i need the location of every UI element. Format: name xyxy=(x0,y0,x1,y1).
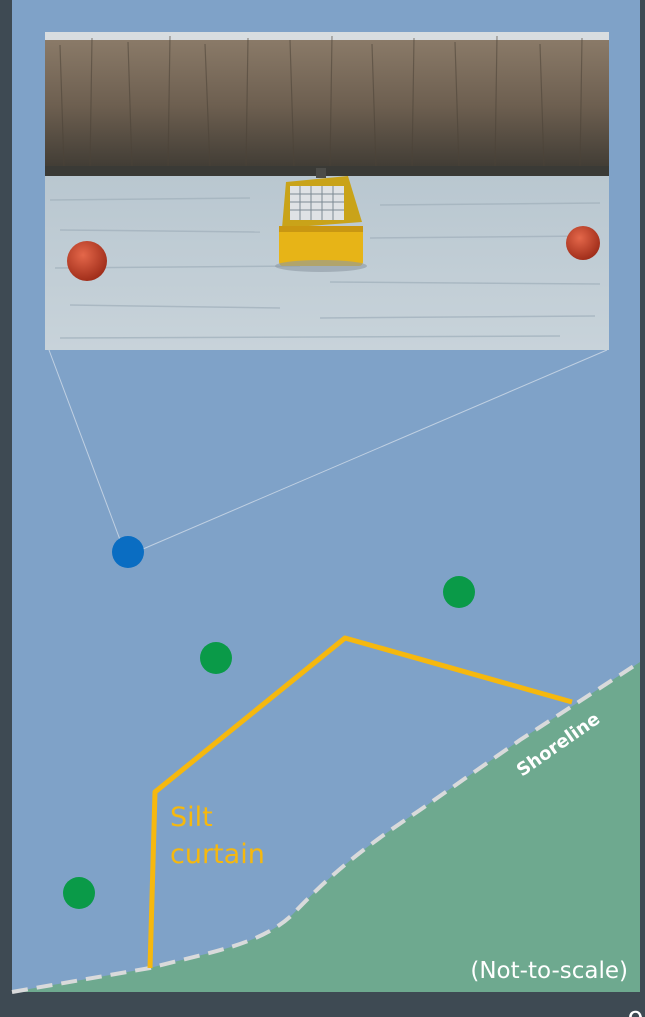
page-number: 9 xyxy=(627,1007,644,1017)
silt-curtain-label-line1: Silt xyxy=(170,802,213,833)
station-marker[interactable] xyxy=(200,642,232,674)
monitoring-buoy-marker[interactable] xyxy=(112,536,144,568)
station-marker[interactable] xyxy=(63,877,95,909)
buoy-photo xyxy=(45,32,609,350)
station-marker[interactable] xyxy=(443,576,475,608)
silt-curtain-label-line2: curtain xyxy=(170,839,265,870)
scale-note: (Not-to-scale) xyxy=(470,958,628,984)
